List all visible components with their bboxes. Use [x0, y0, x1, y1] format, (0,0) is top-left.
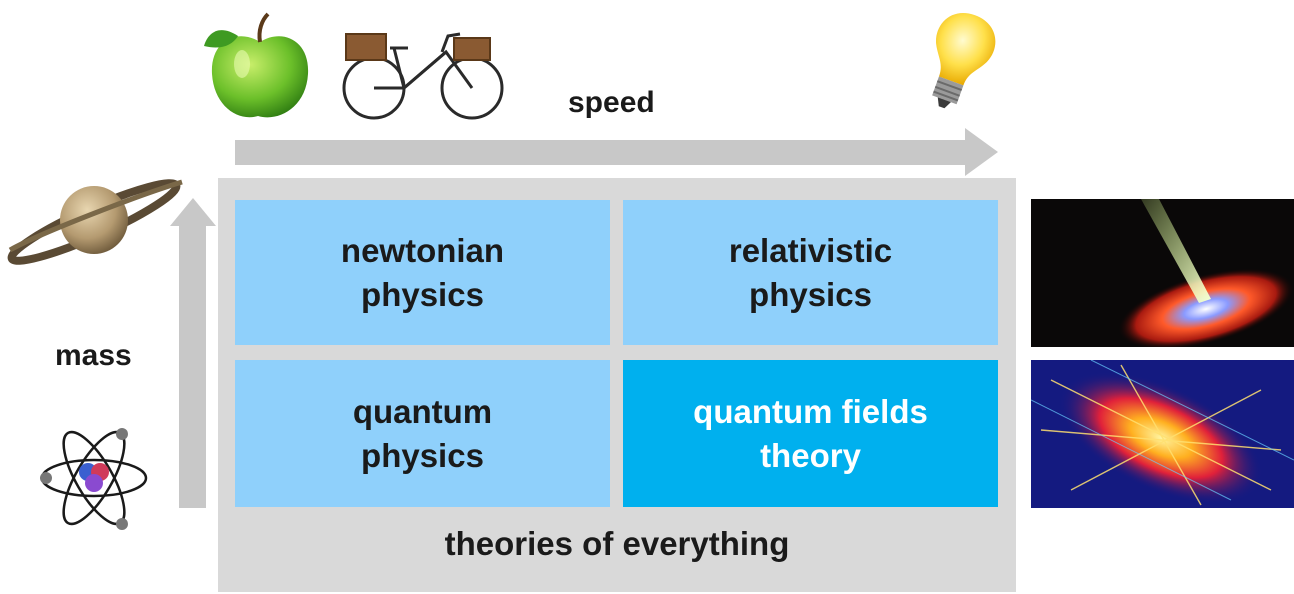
speed-label: speed — [568, 86, 655, 119]
relativistic-physics-cell: relativistic physics — [623, 200, 998, 345]
newtonian-physics-cell: newtonian physics — [235, 200, 610, 345]
mass-arrow — [170, 198, 216, 508]
quantum-physics-cell: quantum physics — [235, 360, 610, 507]
bicycle-icon — [342, 32, 504, 120]
quantum-fields-theory-cell: quantum fields theory — [623, 360, 998, 507]
planet-icon — [7, 179, 183, 265]
apple-icon — [204, 12, 309, 118]
atom-icon — [40, 428, 148, 530]
speed-arrow — [235, 128, 998, 176]
mass-label: mass — [55, 339, 132, 372]
theories-of-everything-label: theories of everything — [444, 525, 790, 562]
black-hole-image — [1031, 199, 1294, 347]
particle-collision-image — [1031, 360, 1294, 508]
lightbulb-icon — [932, 13, 996, 109]
